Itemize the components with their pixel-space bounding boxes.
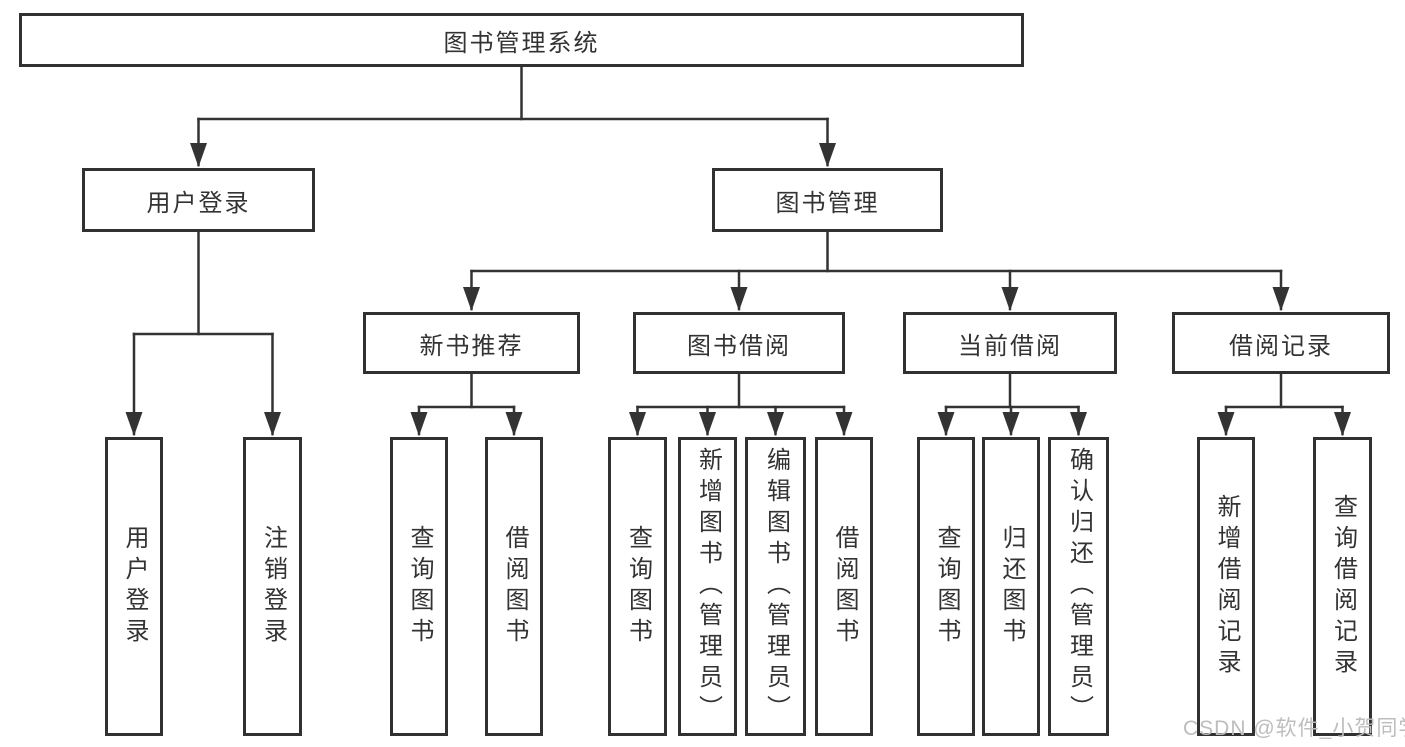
root-node: 图书管理系统 (19, 13, 1024, 67)
book-borrow-node: 图书借阅 (633, 312, 845, 374)
return-books-leaf: 归还图书 (982, 437, 1040, 736)
borrow-books-leaf-2: 借阅图书 (815, 437, 873, 736)
edit-books-admin-leaf: 编辑图书（管理员） (745, 437, 806, 736)
borrow-books-leaf-2-label: 借阅图书 (831, 524, 858, 649)
borrow-records-node: 借阅记录 (1172, 312, 1390, 374)
user-login-node: 用户登录 (82, 168, 315, 232)
confirm-return-admin-leaf: 确认归还（管理员） (1048, 437, 1109, 736)
query-books-leaf-2: 查询图书 (608, 437, 667, 736)
add-books-admin-leaf: 新增图书（管理员） (678, 437, 737, 736)
add-borrow-record-leaf: 新增借阅记录 (1197, 437, 1255, 736)
query-books-leaf-2-label: 查询图书 (624, 524, 652, 649)
query-borrow-record-leaf: 查询借阅记录 (1313, 437, 1372, 736)
add-borrow-record-leaf-label: 新增借阅记录 (1213, 493, 1240, 680)
confirm-return-admin-leaf-label: 确认归还（管理员） (1065, 447, 1093, 726)
book-mgmt-node: 图书管理 (712, 168, 943, 232)
logout-leaf-label: 注销登录 (259, 524, 287, 649)
current-borrow-node: 当前借阅 (903, 312, 1117, 374)
add-books-admin-leaf-label: 新增图书（管理员） (694, 447, 722, 726)
query-borrow-record-leaf-label: 查询借阅记录 (1329, 493, 1357, 680)
query-books-leaf-3-label: 查询图书 (933, 524, 960, 649)
borrow-books-leaf-1: 借阅图书 (485, 437, 543, 736)
borrow-books-leaf-1-label: 借阅图书 (501, 524, 528, 649)
new-books-node: 新书推荐 (363, 312, 580, 374)
query-books-leaf-3: 查询图书 (917, 437, 975, 736)
return-books-leaf-label: 归还图书 (998, 524, 1025, 649)
user-login-leaf: 用户登录 (105, 437, 163, 736)
query-books-leaf-1: 查询图书 (390, 437, 448, 736)
query-books-leaf-1-label: 查询图书 (406, 524, 433, 649)
user-login-leaf-label: 用户登录 (121, 524, 148, 649)
csdn-watermark: CSDN @软件_小贺同学 (1183, 717, 1405, 740)
logout-leaf: 注销登录 (243, 437, 302, 736)
edit-books-admin-leaf-label: 编辑图书（管理员） (762, 447, 790, 726)
